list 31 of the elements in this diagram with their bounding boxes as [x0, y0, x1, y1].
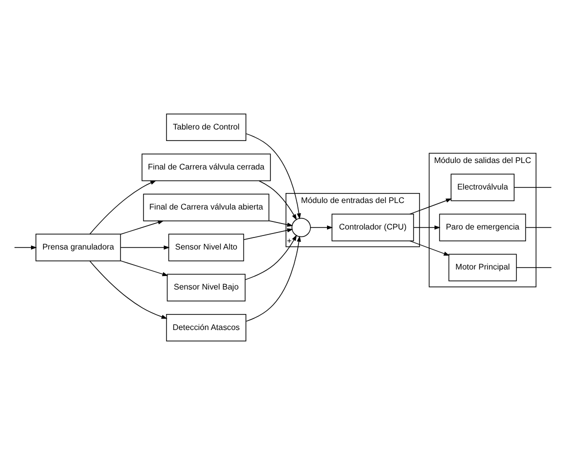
node-box: Motor Principal	[448, 254, 517, 282]
arrow	[410, 240, 450, 256]
node-box: Detección Atascos	[166, 314, 246, 342]
arrow	[410, 198, 452, 214]
connector	[525, 227, 552, 228]
arrow	[120, 220, 164, 235]
connector	[514, 187, 552, 188]
arrow	[414, 225, 440, 230]
node-box: Controlador (CPU)	[332, 214, 414, 242]
arrow	[90, 260, 168, 319]
node-box: Sensor Nivel Bajo	[166, 274, 246, 302]
arrow	[244, 234, 297, 280]
node-circle	[292, 218, 311, 238]
node-box: Paro de emergencia	[439, 214, 526, 242]
node-box: Electroválvula	[450, 174, 515, 202]
node-label: +	[286, 236, 292, 246]
node-box: Prensa granuladora	[36, 234, 121, 262]
node-box: Sensor Nivel Alto	[168, 234, 244, 262]
connector	[516, 267, 552, 268]
arrow	[14, 245, 37, 250]
arrow	[120, 260, 168, 276]
arrow	[246, 133, 301, 220]
node-box: Final de Carrera válvula cerrada	[142, 154, 271, 182]
arrow	[246, 236, 301, 322]
arrow	[310, 225, 333, 230]
arrow	[268, 220, 294, 227]
arrow	[90, 180, 156, 234]
arrow	[244, 228, 294, 240]
arrow	[120, 245, 170, 250]
node-box: Tablero de Control	[166, 114, 246, 142]
node-box: Final de Carrera válvula abierta	[143, 194, 270, 222]
